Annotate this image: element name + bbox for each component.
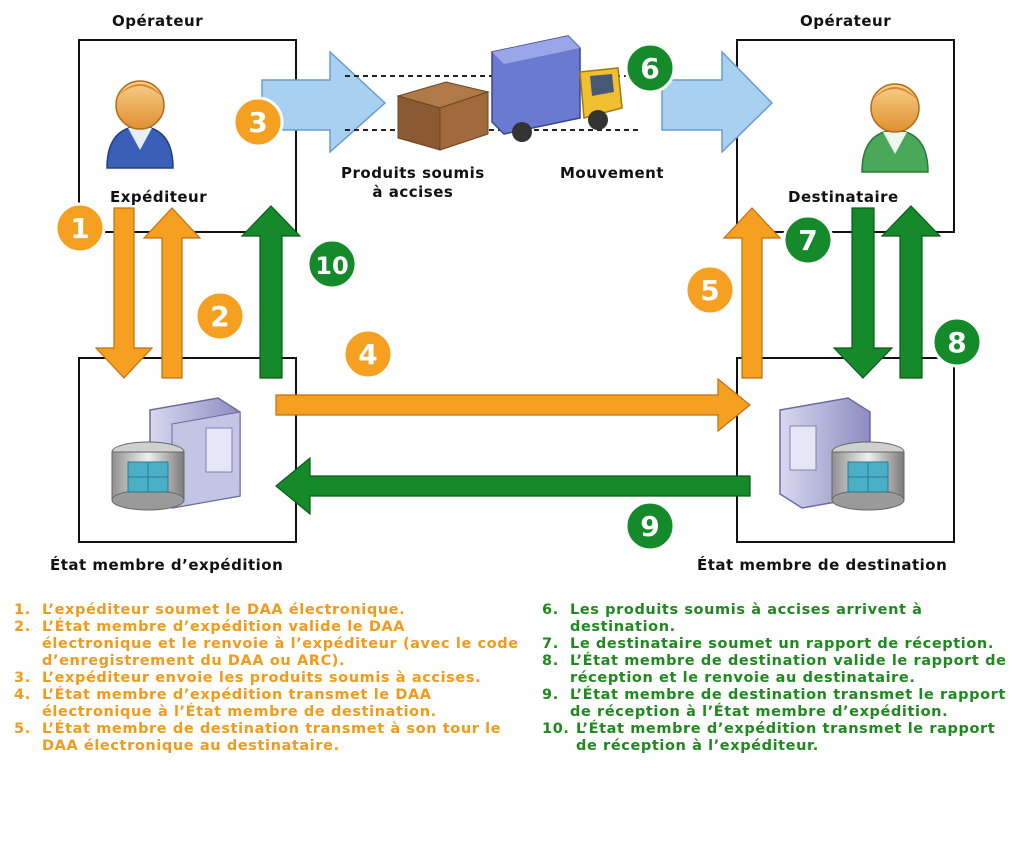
- excise-goods-box-icon: [396, 81, 490, 151]
- legend-right: 6.Les produits soumis à accises arrivent…: [542, 602, 1012, 755]
- dispatch-server-icon: [111, 397, 241, 511]
- step-8-number: 8: [947, 326, 966, 359]
- arrow-step-10: [240, 205, 302, 379]
- truck-icon: [491, 35, 623, 142]
- consignor-label: Expéditeur: [110, 188, 208, 206]
- operator-right-label: Opérateur: [800, 12, 892, 30]
- excise-flow-diagram: 1 2 3 4 5 6 7 8 9 10: [54, 35, 983, 552]
- arrow-step-9: [275, 456, 751, 516]
- movement-label: Mouvement: [560, 164, 665, 182]
- destination-server-icon: [779, 397, 905, 511]
- legend-item: 6.Les produits soumis à accises arrivent…: [542, 602, 923, 635]
- legend-item: 9.L’État membre de destination transmet …: [542, 687, 1006, 720]
- arrow-step-7: [832, 207, 894, 379]
- destination-state-label: État membre de destination: [697, 556, 948, 574]
- products-label: Produits soumis à accises: [341, 164, 485, 201]
- step-3-number: 3: [248, 106, 267, 139]
- step-6-badge: [624, 42, 676, 94]
- consignee-person-icon: [861, 83, 929, 173]
- legend-item: 1.L’expéditeur soumet le DAA électroniqu…: [14, 602, 406, 618]
- shipment-arrow-left: [261, 50, 387, 154]
- step-2-number: 2: [210, 300, 229, 333]
- step-10-number: 10: [315, 252, 348, 280]
- step-10-badge: [306, 238, 358, 290]
- dispatch-state-box: [78, 357, 297, 543]
- legend-item: 5.L’État membre de destination transmet …: [14, 721, 502, 754]
- step-4-number: 4: [358, 338, 377, 371]
- legend-item: 3.L’expéditeur envoie les produits soumi…: [14, 670, 482, 686]
- consignee-label: Destinataire: [788, 188, 899, 206]
- legend-item: 2.L’État membre d’expédition valide le D…: [14, 619, 519, 669]
- step-1-number: 1: [70, 212, 89, 245]
- legend-left: 1.L’expéditeur soumet le DAA électroniqu…: [14, 602, 519, 755]
- arrow-step-8: [880, 205, 942, 379]
- step-6-number: 6: [640, 52, 659, 85]
- step-8-badge: [931, 316, 983, 368]
- step-5-badge: [684, 264, 736, 316]
- arrow-step-1: [94, 207, 154, 379]
- operator-left-label: Opérateur: [112, 12, 204, 30]
- step-7-number: 7: [798, 224, 817, 257]
- legend-item: 4.L’État membre d’expédition transmet le…: [14, 687, 437, 720]
- step-3-badge: [232, 96, 284, 148]
- step-7-badge: [782, 214, 834, 266]
- step-5-number: 5: [700, 274, 719, 307]
- dispatch-state-label: État membre d’expédition: [50, 556, 284, 574]
- shipment-arrow-right: [661, 50, 774, 154]
- step-2-badge: [194, 290, 246, 342]
- arrow-step-4: [275, 377, 751, 433]
- step-9-badge: [624, 500, 676, 552]
- legend-item: 7.Le destinataire soumet un rapport de r…: [542, 636, 994, 652]
- step-4-badge: [342, 328, 394, 380]
- arrow-step-2: [142, 207, 202, 379]
- arrow-step-5: [722, 207, 782, 379]
- step-1-badge: [54, 202, 106, 254]
- legend-item: 10.L’État membre d’expédition transmet l…: [542, 721, 996, 754]
- legend-item: 8.L’État membre de destination valide le…: [542, 653, 1007, 686]
- consignor-person-icon: [106, 80, 174, 169]
- step-9-number: 9: [640, 510, 659, 543]
